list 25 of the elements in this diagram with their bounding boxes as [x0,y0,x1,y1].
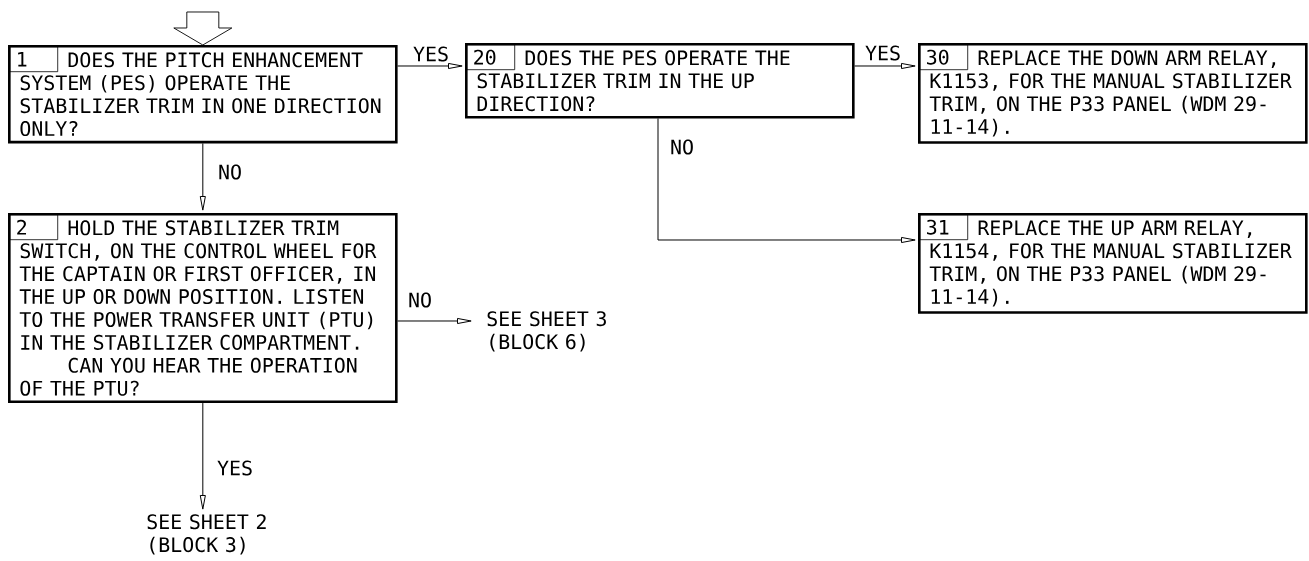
edge-label: YES [864,44,902,62]
step-number: 1 [9,46,59,73]
step-number: 30 [919,44,969,71]
arrow [199,142,206,211]
step-number: 2 [9,214,59,241]
arrow [854,62,916,70]
process-box: DOES THE PES OPERATE THE STABILIZER TRIM IN THE UP DIRECTION? 20 [465,43,855,119]
process-box: REPLACE THE UP ARM RELAY, K1154, FOR THE MANUAL STABILIZER TRIM, ON THE P33 PANEL (WDM 29-11-14). 31 [918,213,1308,314]
arrow [657,118,916,244]
arrow [397,317,472,325]
arrow [397,62,463,70]
edge-label: NO [217,163,243,181]
edge-label: YES [216,459,254,477]
step-number: 20 [466,44,516,71]
step-number: 31 [919,214,969,241]
process-box: HOLD THE STABILIZER TRIM SWITCH, ON THE CONTROL WHEEL FOR THE CAPTAIN OR FIRST OFFICER, IN THE UP OR DOWN POSITION. LISTEN TO THE POWER TRANSFER UNIT (PTU) IN THE STABILIZER COMPARTMENT. CAN YOU HEAR THE OPERATION OF THE PTU? 2 [8,213,398,404]
edge-label: NO [407,291,433,309]
process-box: REPLACE THE DOWN ARM RELAY, K1153, FOR THE MANUAL STABILIZER TRIM, ON THE P33 PANEL (WDM 29-11-14). 30 [918,43,1308,144]
arrow [199,402,206,510]
edge-label: NO [669,138,695,156]
reference-text: SEE SHEET 3 (BLOCK 6) [487,311,606,352]
entry-arrow [173,11,233,46]
process-box: DOES THE PITCH ENHANCEMENT SYSTEM (PES) OPERATE THE STABILIZER TRIM IN ONE DIRECTION ONLY? 1 [8,45,398,144]
reference-text: SEE SHEET 2 (BLOCK 3) [147,514,266,555]
edge-label: YES [412,45,450,63]
